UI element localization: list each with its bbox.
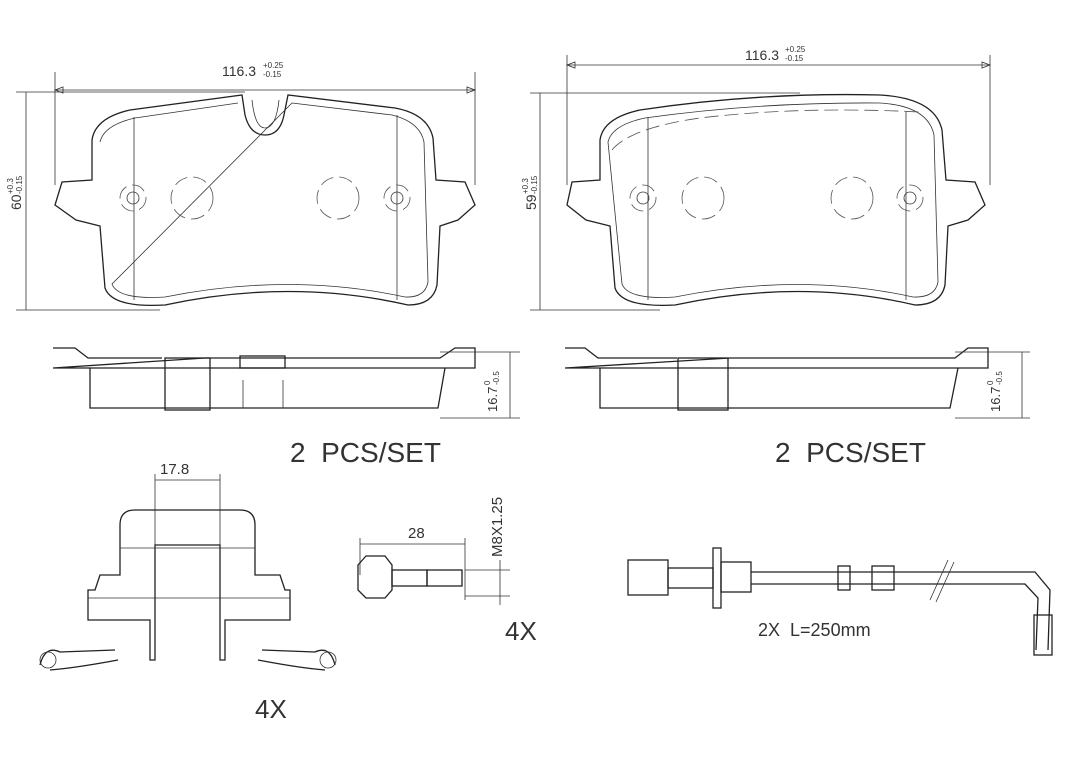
left-height-dim: 60 <box>8 194 24 210</box>
sensor-length-label: 2X L=250mm <box>758 620 871 640</box>
abutment-clip <box>39 474 337 671</box>
bolt-qty: 4X <box>505 616 537 646</box>
left-width-dim: 116.3 <box>222 63 256 79</box>
right-thickness-tol-minus: -0.5 <box>995 371 1004 385</box>
left-height-tol-minus: -0.15 <box>15 175 24 194</box>
left-pad-side-view <box>52 347 520 419</box>
left-thickness-dim: 16.7 <box>485 387 500 412</box>
left-pad-qty: 2 PCS/SET <box>290 437 441 468</box>
clip-qty: 4X <box>255 694 287 724</box>
right-width-tol-plus: +0.25 <box>785 45 806 54</box>
right-width-tol-minus: -0.15 <box>785 54 804 63</box>
right-width-dim: 116.3 <box>745 47 779 63</box>
right-pad-qty: 2 PCS/SET <box>775 437 926 468</box>
right-thickness-tol-plus: 0 <box>986 380 995 385</box>
bolt-thread-dim: M8X1.25 <box>489 497 506 557</box>
wear-sensor <box>627 547 1053 656</box>
left-width-tol-plus: +0.25 <box>263 61 284 70</box>
guide-bolt <box>357 538 510 605</box>
bolt-length-dim: 28 <box>408 525 425 542</box>
right-thickness-dim: 16.7 <box>988 387 1003 412</box>
left-height-tol-plus: +0.3 <box>6 178 15 194</box>
clip-width-dim: 17.8 <box>160 461 189 478</box>
right-pad-side-view <box>564 347 1030 419</box>
left-thickness-tol-plus: 0 <box>483 380 492 385</box>
left-thickness-tol-minus: -0.5 <box>492 371 501 385</box>
right-height-tol-plus: +0.3 <box>521 178 530 194</box>
left-pad-front-view <box>16 72 477 311</box>
right-height-tol-minus: -0.15 <box>530 175 539 194</box>
right-height-dim: 59 <box>523 194 539 210</box>
left-width-tol-minus: -0.15 <box>263 70 282 79</box>
right-pad-front-view <box>530 55 992 311</box>
